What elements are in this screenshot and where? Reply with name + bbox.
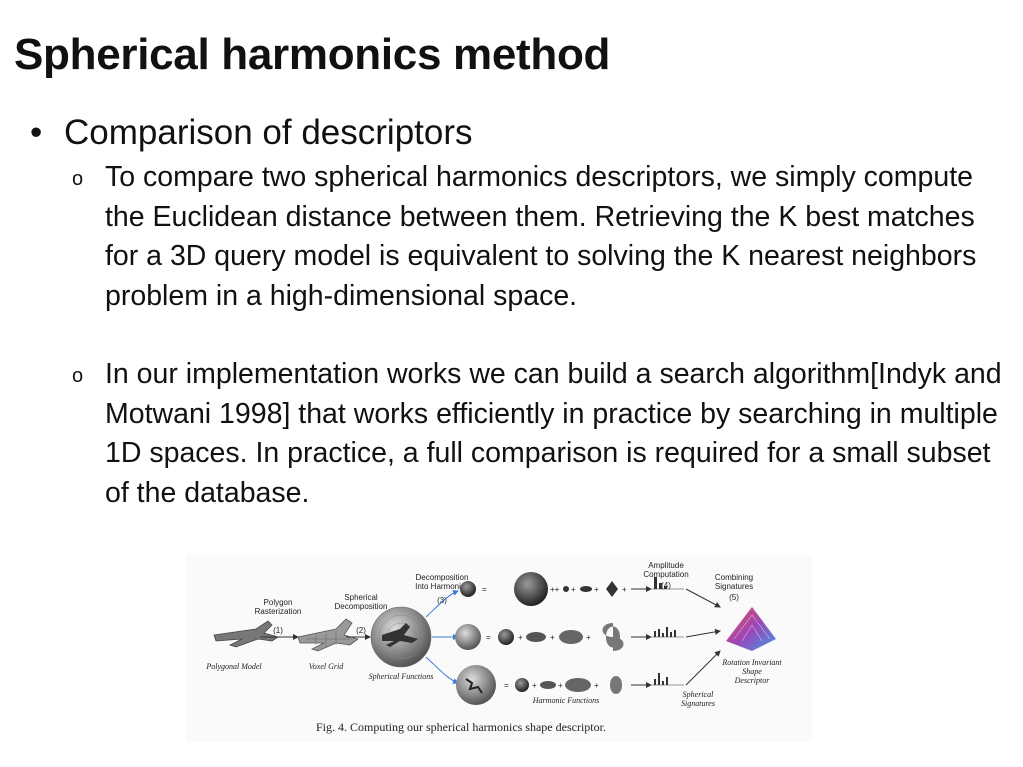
label-decomposition-harmonics: Decomposition <box>416 573 469 582</box>
amplitude-bars-2 <box>652 627 684 638</box>
label-harmonic-functions: Harmonic Functions <box>532 696 599 705</box>
svg-text:+: + <box>586 633 591 642</box>
step-5: (5) <box>729 593 739 602</box>
airplane-model-icon <box>213 620 279 648</box>
step-1: (1) <box>273 626 283 635</box>
label-spherical-signatures-2: Signatures <box>681 699 715 708</box>
label-polygon-rasterization: Polygon <box>264 598 293 607</box>
svg-text:+: + <box>550 633 555 642</box>
label-decomposition-harmonics-2: Into Harmonics <box>415 582 469 591</box>
svg-text:++: ++ <box>550 585 560 594</box>
svg-text:=: = <box>486 633 491 642</box>
svg-text:=: = <box>504 681 509 690</box>
step-2: (2) <box>356 626 366 635</box>
amplitude-bars-3 <box>652 673 684 686</box>
label-combining: Combining <box>715 573 753 582</box>
shape-descriptor-icon <box>726 607 776 651</box>
bullet-item: • Comparison of descriptors <box>30 113 473 153</box>
svg-text:+: + <box>532 681 537 690</box>
step-3: (3) <box>437 596 447 605</box>
amplitude-bars-1 <box>652 577 684 590</box>
svg-text:+: + <box>622 585 627 594</box>
harmonic-row-3: = + + + <box>456 650 721 705</box>
svg-text:=: = <box>482 585 487 594</box>
harmonic-row-2: = + + + <box>455 623 721 651</box>
label-combining-2: Signatures <box>715 582 753 591</box>
svg-text:+: + <box>594 681 599 690</box>
svg-text:+: + <box>558 681 563 690</box>
sub-bullet-text: To compare two spherical harmonics descr… <box>105 161 977 312</box>
bullet-text: Comparison of descriptors <box>64 113 473 152</box>
harmonic-row-1: = ++ + + + <box>460 572 721 608</box>
pipeline-diagram: Polygon Rasterization Spherical Decompos… <box>205 561 782 734</box>
sub-bullet-item: o To compare two spherical harmonics des… <box>72 158 1010 316</box>
svg-text:+: + <box>571 585 576 594</box>
label-spherical-decomposition: Spherical <box>344 593 378 602</box>
label-spherical-signatures: Spherical <box>683 690 714 699</box>
label-polygon-rasterization-2: Rasterization <box>255 607 302 616</box>
label-rotation-invariant-2: Shape <box>742 667 762 676</box>
label-spherical-functions: Spherical Functions <box>369 672 434 681</box>
label-rotation-invariant-3: Descriptor <box>734 676 771 685</box>
label-polygonal-model: Polygonal Model <box>205 662 262 671</box>
figure-caption: Fig. 4. Computing our spherical harmonic… <box>316 720 606 734</box>
svg-text:+: + <box>518 633 523 642</box>
sub-bullet-marker: o <box>72 365 84 387</box>
label-amplitude: Amplitude <box>648 561 684 570</box>
label-voxel-grid: Voxel Grid <box>309 662 344 671</box>
label-rotation-invariant: Rotation Invariant <box>721 658 782 667</box>
sub-bullet-marker: o <box>72 168 84 190</box>
label-spherical-decomposition-2: Decomposition <box>335 602 388 611</box>
step-4: (4) <box>661 581 671 590</box>
sub-bullet-text: In our implementation works we can build… <box>105 358 1002 509</box>
slide-title: Spherical harmonics method <box>14 30 611 79</box>
pipeline-figure: Polygon Rasterization Spherical Decompos… <box>186 555 812 742</box>
svg-text:+: + <box>594 585 599 594</box>
voxel-grid-icon <box>297 618 359 652</box>
spherical-functions-icon <box>370 606 432 668</box>
sub-bullet-item: o In our implementation works we can bui… <box>72 355 1010 513</box>
label-amplitude-2: Computation <box>643 570 688 579</box>
bullet-marker: • <box>30 113 43 152</box>
